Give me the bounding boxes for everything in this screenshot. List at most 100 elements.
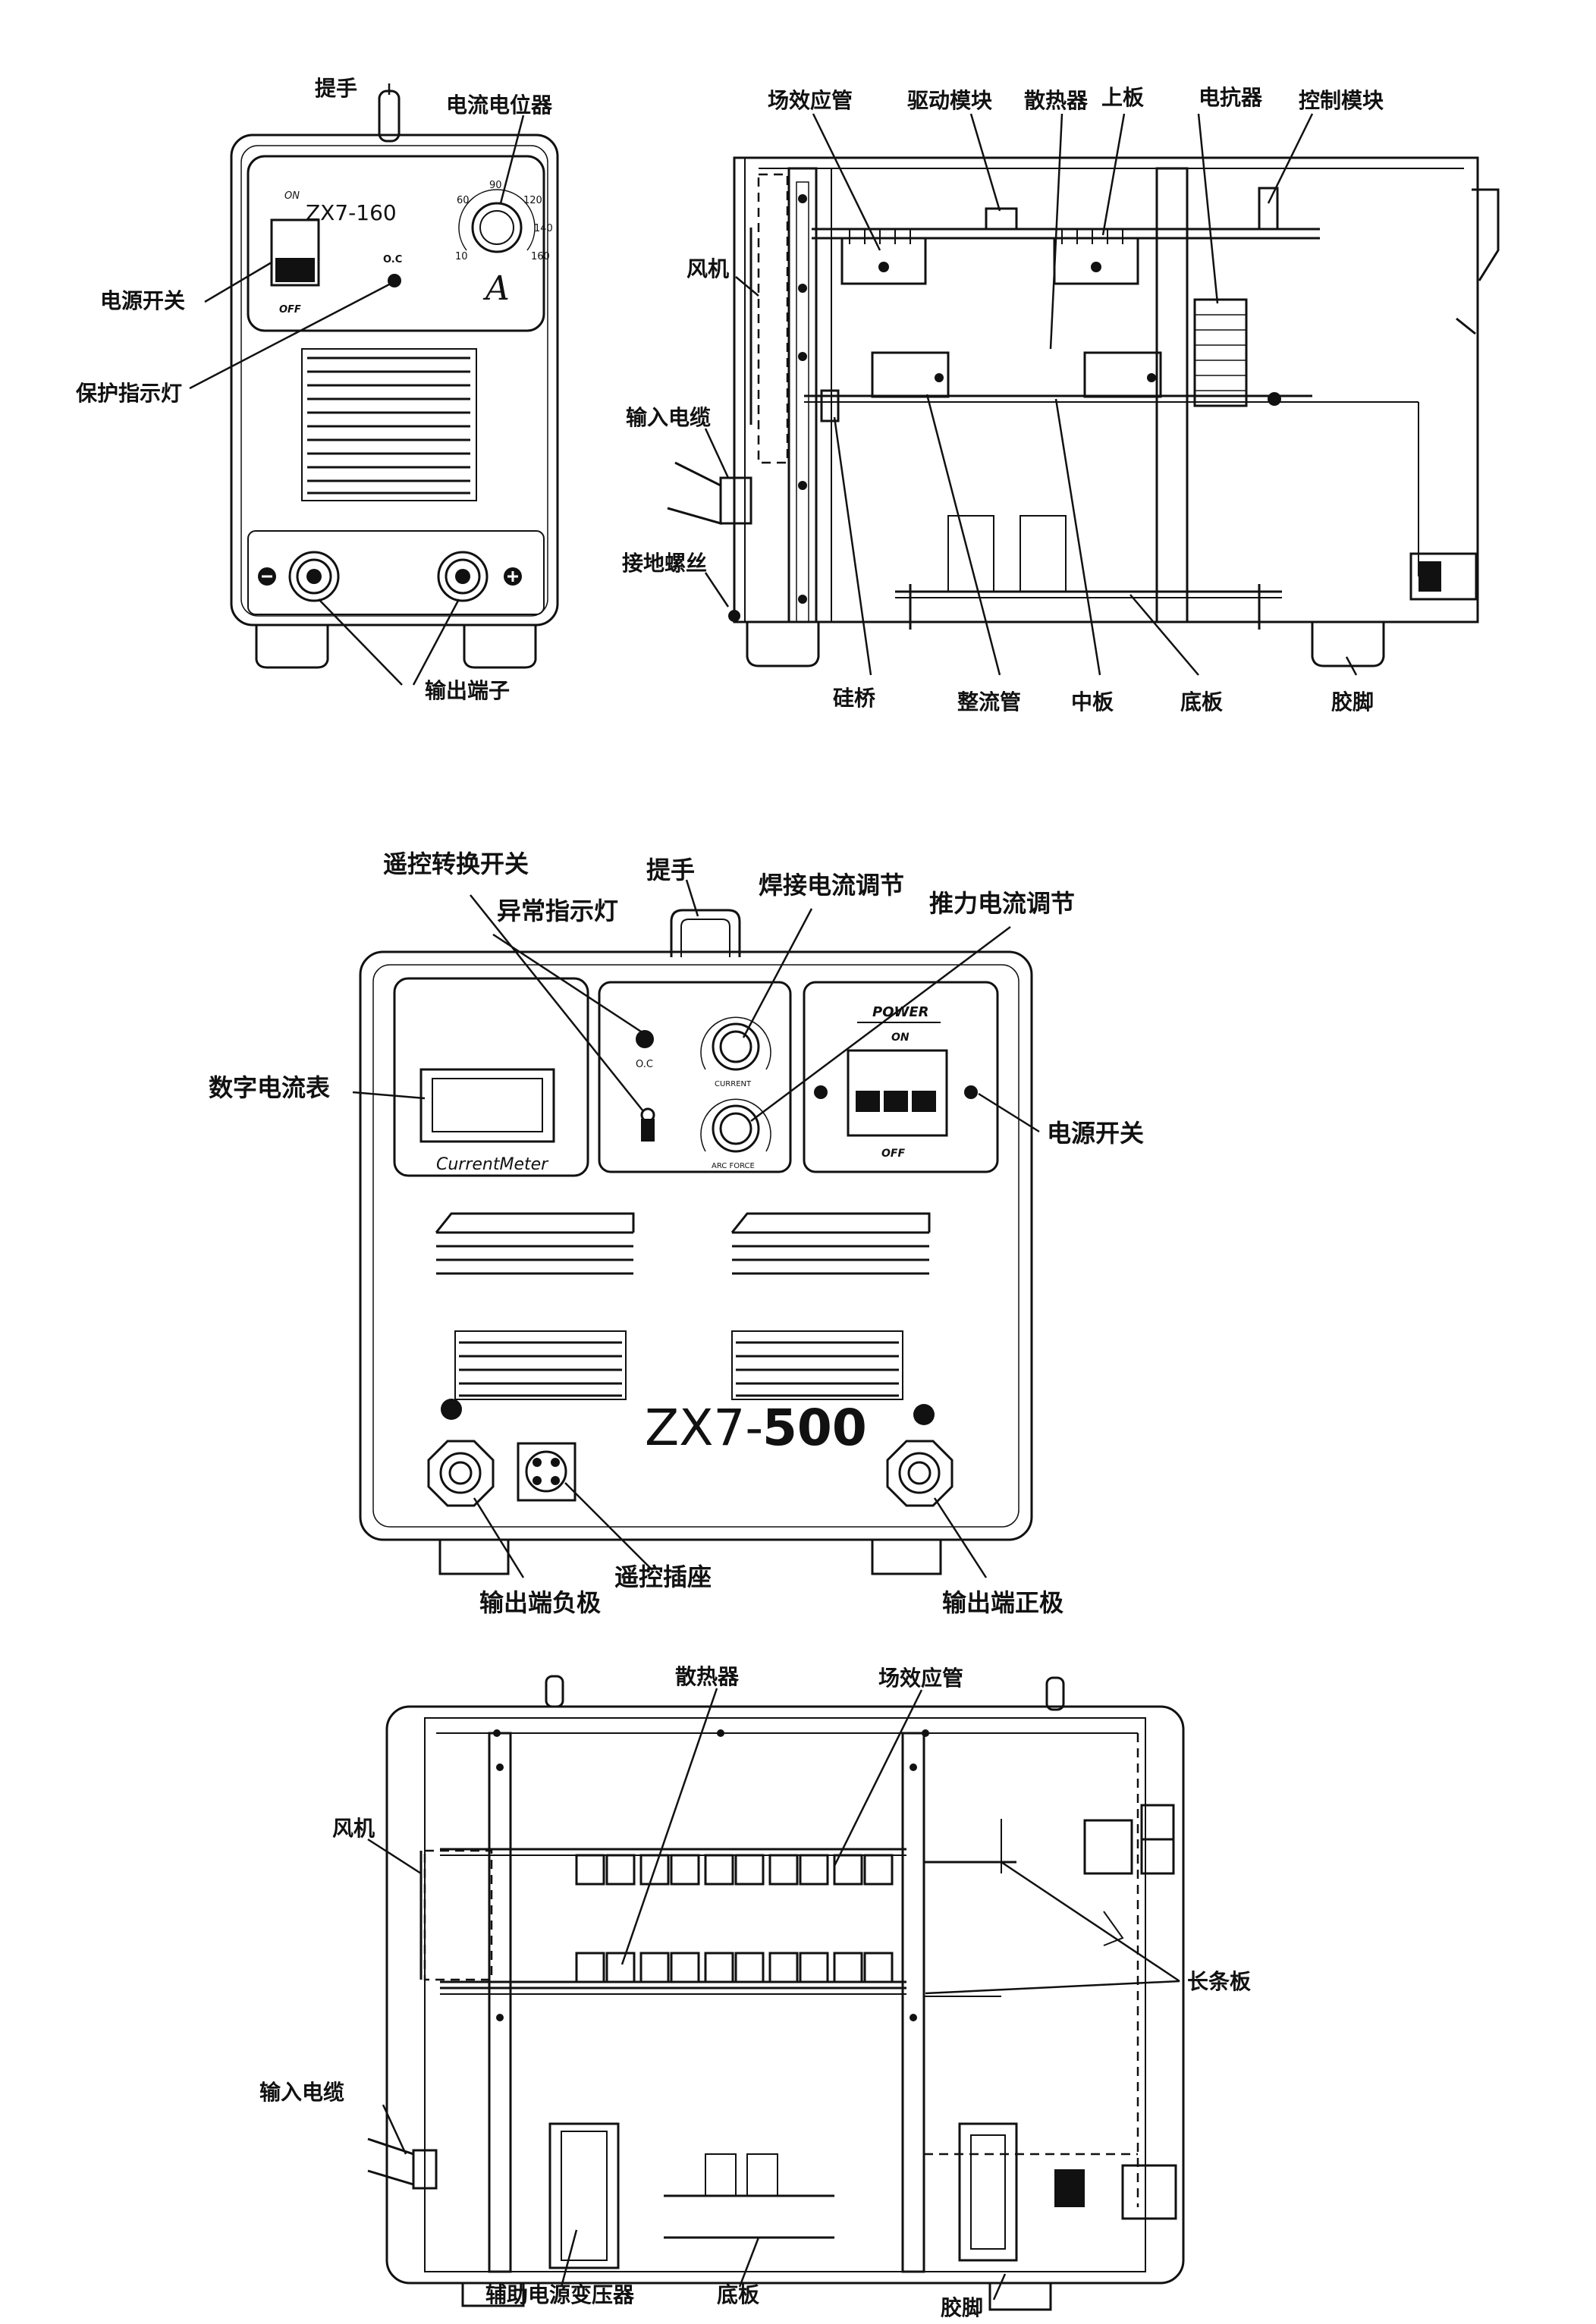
foot-500-left [438,1540,510,1575]
label-arc-force: 推力电流调节 [929,889,1075,918]
label-mosfet-1: 场效应管 [768,88,853,113]
side-fan [757,173,789,464]
label-bottom-plate-1: 底板 [1180,689,1223,714]
side-foot-right [1311,622,1385,667]
label-meter: 数字电流表 [209,1073,330,1102]
digital-meter-icon [419,1068,555,1143]
dial-tick-60: 60 [457,195,470,206]
label-control: 控制模块 [1299,88,1384,113]
label-pos-out: 输出端正极 [942,1588,1063,1617]
power-switch-500-icon [847,1049,948,1137]
zx7-160-front-panel [247,155,545,332]
foot-500-right [871,1540,942,1575]
foot-right [463,625,537,669]
zx7-160-side-view: 场效应管 驱动模块 散热器 上板 电抗器 控制模块 风机 输入电缆 接地螺丝 硅… [622,85,1500,714]
switch-off-label: OFF [279,304,301,316]
label-foot-1: 胶脚 [1331,689,1374,714]
dial-tick-90: 90 [489,180,502,191]
output-terminal-pos-icon [437,551,489,602]
mosfet-row-upper [575,1854,894,1886]
aux-transformer [548,2122,620,2269]
fault-light-icon [636,1030,654,1048]
label-power-switch: 电源开关 [100,288,185,313]
weld-current-dial-icon [712,1022,760,1071]
ground-screw-icon [728,610,740,622]
label-bottom-plate-2: 底板 [717,2282,759,2307]
label-current-pot: 电流电位器 [446,93,553,118]
label-input-cable-2: 输入电缆 [259,2080,344,2105]
arc-force-dial-icon [712,1104,760,1153]
label-protect-light: 保护指示灯 [76,381,182,406]
oc-label: O.C [383,254,402,265]
remote-socket-icon [517,1442,577,1502]
dial-tick-140: 140 [534,223,553,234]
label-foot-2: 胶脚 [941,2295,983,2320]
label-fault-light: 异常指示灯 [497,897,618,925]
control-panel [598,981,792,1173]
label-driver: 驱动模块 [907,88,992,113]
label-heatsink-2: 散热器 [675,1664,740,1689]
oc-label-500: O.C [636,1059,653,1070]
rear-terminal [1409,552,1478,601]
label-aux-transformer: 辅助电源变压器 [485,2282,635,2307]
label-weld-current: 焊接电流调节 [759,871,904,900]
label-fan-1: 风机 [686,256,729,281]
zx7-500-body [359,950,1033,1541]
power-label: POWER [872,1004,929,1020]
label-power-switch-500: 电源开关 [1047,1119,1144,1148]
dial-tick-120: 120 [523,195,542,206]
model-label: ZX7-160 [306,200,397,225]
remote-toggle-icon [641,1119,655,1142]
side-foot-left [746,622,820,667]
model-prefix-500: ZX7- [645,1399,763,1457]
label-output-terminal: 输出端子 [425,678,510,703]
power-off-label: OFF [881,1148,905,1160]
current-meter-text: CurrentMeter [436,1155,549,1174]
label-mosfet-2: 场效应管 [878,1666,963,1691]
label-handle-500: 提手 [646,856,695,884]
label-bridge: 硅桥 [833,686,875,711]
label-remote-socket: 遥控插座 [614,1562,712,1591]
label-rectifier: 整流管 [957,689,1021,714]
label-remote-switch: 遥控转换开关 [383,850,529,878]
zx7-500-side-view: 散热器 场效应管 风机 长条板 输入电缆 辅助电源变压器 底板 胶脚 [259,1664,1251,2320]
meter-panel [393,977,589,1177]
power-on-label: ON [891,1032,910,1044]
side-fan-500 [423,1849,493,1981]
zx7-500-front-view: CurrentMeter O.C CURRENT ARC FORCE POWER… [209,850,1144,1617]
label-ground-screw: 接地螺丝 [622,551,707,576]
label-input-cable-1: 输入电缆 [626,405,711,430]
zx7-160-body [230,133,559,627]
model-num-500: 500 [762,1399,867,1457]
power-switch-icon [270,218,320,287]
label-mid-plate: 中板 [1071,689,1114,714]
zx7-160-front-view: ON ZX7-160 OFF O.C 10 60 90 120 140 160 … [76,76,559,703]
label-neg-out: 输出端负极 [479,1588,601,1617]
neg-output-terminal-icon [427,1440,495,1507]
label-heatsink-1: 散热器 [1024,88,1089,113]
foot-500-side [988,2283,1052,2311]
vent-louvers [301,348,477,501]
upper-vents [435,1212,931,1275]
label-top-plate: 上板 [1101,85,1144,110]
pos-output-terminal-icon [886,1440,954,1507]
power-panel [803,981,999,1173]
lower-vents [454,1330,903,1400]
dial-tick-160: 160 [531,251,550,262]
side-cabinet-outline [733,156,1479,623]
dial-tick-10: 10 [455,251,468,262]
arc-tag: ARC FORCE [712,1162,755,1170]
side-cabinet-500 [385,1705,1185,2285]
input-cable-icon [667,461,722,525]
foot-left [255,625,329,669]
label-fan-2: 风机 [332,1816,375,1841]
handle-icon [378,90,401,143]
protect-light-icon [388,274,401,287]
switch-on-label: ON [284,190,300,202]
input-cable-500-icon [367,2137,415,2187]
current-dial-icon [471,202,523,253]
label-reactor: 电抗器 [1199,85,1263,110]
label-long-plate: 长条板 [1187,1969,1251,1994]
amp-symbol: A [482,269,510,308]
